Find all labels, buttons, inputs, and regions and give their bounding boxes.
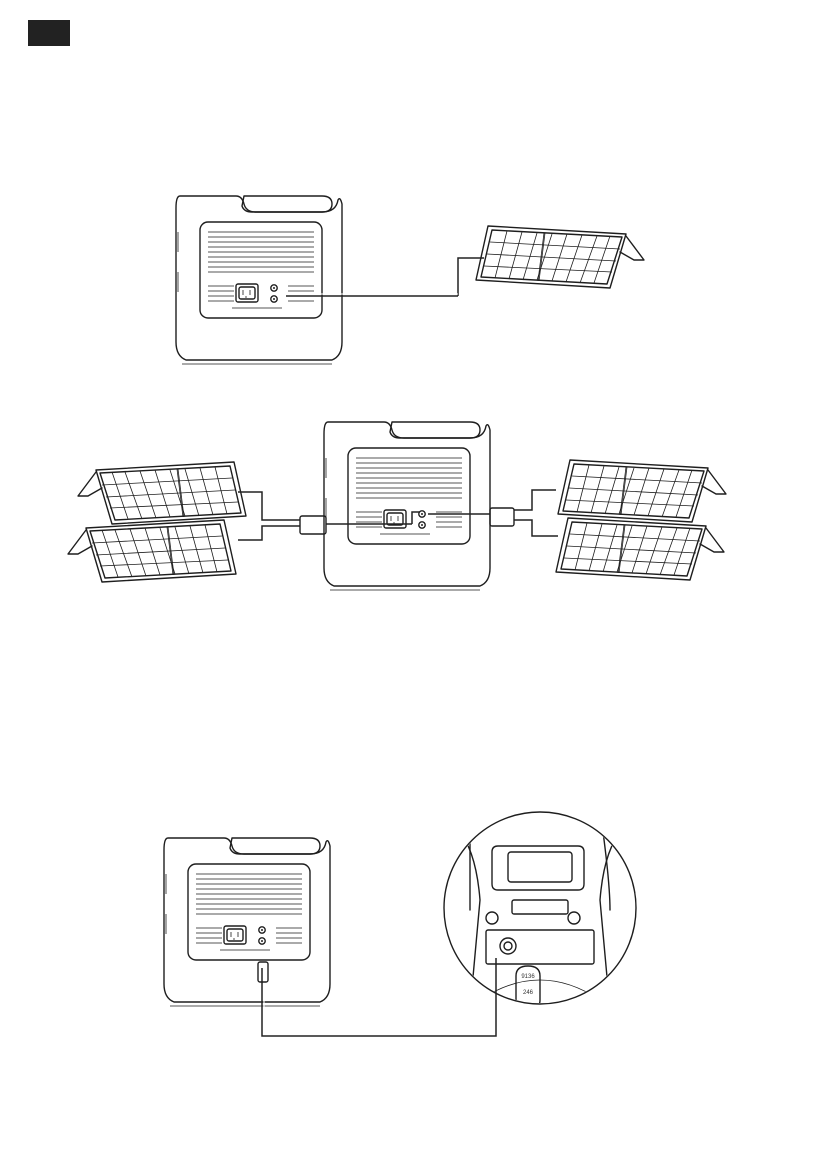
- car-socket-zoom: 9136 246: [444, 810, 636, 1010]
- car-socket-bottom-text: 246: [523, 990, 534, 996]
- parallel-connector-right: [490, 508, 514, 526]
- page-bottom-cut-text: [0, 1160, 260, 1167]
- solar-panel-1: [476, 226, 644, 288]
- car-socket-top-text: 9136: [521, 974, 535, 980]
- solar-panel-2a: [78, 462, 246, 524]
- power-station-3: [164, 838, 330, 1006]
- power-station-2: [324, 422, 490, 590]
- parallel-connector-left: [300, 516, 326, 534]
- power-station-1: [176, 196, 342, 364]
- solar-panel-2c: [558, 460, 726, 522]
- solar-panel-2b: [68, 520, 236, 582]
- solar-panel-2d: [556, 518, 724, 580]
